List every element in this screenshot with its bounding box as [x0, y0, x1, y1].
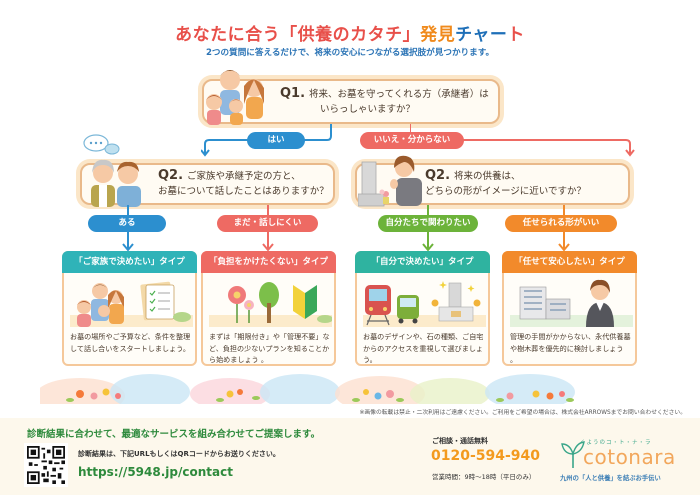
q2-right-text-line1: 将来の供養は、	[454, 171, 521, 182]
result-card-title: 「自分で決めたい」タイプ	[355, 251, 490, 273]
elderly-couple-illustration-icon	[91, 159, 141, 207]
contact-url-link[interactable]: https://5948.jp/contact	[78, 465, 233, 479]
page-subtitle: 2つの質問に答えるだけで、将来の安心につながる選択肢が見つかります。	[205, 48, 495, 58]
q2-left-number: Q2.	[158, 168, 184, 183]
result-card-description: お墓の場所やご予算など、条件を整理して話し合いをスタートしましょう。	[70, 332, 191, 353]
consult-label: ご相談・通話無料	[432, 437, 488, 445]
building-staff-illustration-icon	[510, 279, 633, 327]
title-part-3b: ト	[507, 25, 525, 45]
q1-number: Q1.	[280, 86, 306, 101]
q2-right-option-a-button[interactable]: 自分たちで関わりたい	[378, 215, 478, 232]
family-checklist-illustration-icon	[70, 281, 193, 327]
result-card-family[interactable]: 「ご家族で決めたい」タイプ お墓の場所やご予算など、条件を整理して話し合いをスタ…	[62, 251, 197, 366]
business-hours: 営業時間：9時〜18時（平日のみ）	[432, 473, 536, 481]
footer: 診断結果に合わせて、最適なサービスを組み合わせてご提案します。 診断結果は、下記…	[0, 418, 700, 495]
title-part-1: あなたに合う「供養のカタチ」	[175, 25, 421, 45]
flowers-tree-beginner-mark-illustration-icon	[209, 282, 332, 327]
q1-text-line2: いらっしゃいますか？	[320, 104, 416, 115]
q1-no-button[interactable]: いいえ・分からない	[360, 132, 464, 149]
family-illustration-icon	[206, 70, 264, 125]
q2-left-option-b-button[interactable]: まだ・話しにくい	[217, 215, 318, 232]
q1-question: Q1.将来、お墓を守ってくれる方（承継者）は いらっしゃいますか？	[280, 86, 489, 117]
cotonara-logo: cotonara	[583, 445, 676, 469]
logo-subtitle: くようのコ・ト・ナ・ラ	[580, 440, 652, 446]
result-card-description: まずは「期限付き」や「管理不要」など、負担の少ないプランを知ることから始めましょ…	[209, 332, 330, 364]
result-card-title: 「ご家族で決めたい」タイプ	[62, 251, 197, 273]
cotonara-leaf-logo-icon	[561, 441, 585, 468]
result-card-leave-it[interactable]: 「任せて安心したい」タイプ 管理の手間がかからない、永代供養墓や樹木葬を優先的に…	[502, 251, 637, 366]
title-part-2: 発見	[420, 25, 456, 45]
q2-left-question: Q2.ご家族や承継予定の方と、 お墓について話したことはありますか？	[158, 168, 329, 199]
result-card-description: 管理の手間がかからない、永代供養墓や樹木葬を優先的に検討しましょう 。	[510, 332, 631, 364]
q1-yes-button[interactable]: はい	[247, 132, 305, 149]
qr-code-icon[interactable]	[24, 443, 68, 487]
q2-right-option-b-button[interactable]: 任せられる形がいい	[505, 215, 617, 232]
phone-number-link[interactable]: 0120-594-940	[431, 448, 541, 464]
woman-praying-at-grave-illustration-icon	[358, 155, 422, 207]
result-card-description: お墓のデザインや、石の種類、ご自宅からのアクセスを重視して選びましょう。	[363, 332, 484, 364]
q2-right-question: Q2.将来の供養は、 どちらの形がイメージに近いですか？	[425, 168, 586, 199]
footer-headline: 診断結果に合わせて、最適なサービスを組み合わせてご提案します。	[27, 429, 321, 440]
logo-tagline: 九州の「人と供養」を結ぶお手伝い	[560, 475, 661, 482]
copyright-notice: ※画像の転載は禁止・二次利用はご遠慮ください。ご利用をご希望の場合は、株式会社A…	[359, 410, 687, 416]
result-card-self-decide[interactable]: 「自分で決めたい」タイプ お墓のデザインや、石の種類、ご自宅からのアクセスを重視…	[355, 251, 490, 366]
q2-right-text-line2: どちらの形がイメージに近いですか？	[425, 186, 587, 197]
q2-left-text-line2: お墓について話したことはありますか？	[158, 186, 329, 197]
result-card-title: 「負担をかけたくない」タイプ	[201, 251, 336, 273]
speech-bubble-icon	[83, 134, 120, 155]
q2-right-number: Q2.	[425, 168, 451, 183]
result-card-title: 「任せて安心したい」タイプ	[502, 251, 637, 273]
q2-left-text-line1: ご家族や承継予定の方と、	[187, 171, 301, 182]
train-bus-gravestone-illustration-icon	[363, 281, 486, 327]
q2-left-option-a-button[interactable]: ある	[88, 215, 166, 232]
result-card-no-burden[interactable]: 「負担をかけたくない」タイプ まずは「期限付き」や「管理不要」など、負担の少ない…	[201, 251, 336, 366]
footer-note: 診断結果は、下記URLもしくはQRコードからお送りください。	[78, 450, 280, 458]
page-title: あなたに合う「供養のカタチ」発見チャート	[0, 20, 700, 45]
flowers-hills-decoration-icon	[40, 374, 575, 404]
title-part-3a: チャー	[455, 25, 508, 45]
q1-text-line1: 将来、お墓を守ってくれる方（承継者）は	[309, 89, 489, 100]
